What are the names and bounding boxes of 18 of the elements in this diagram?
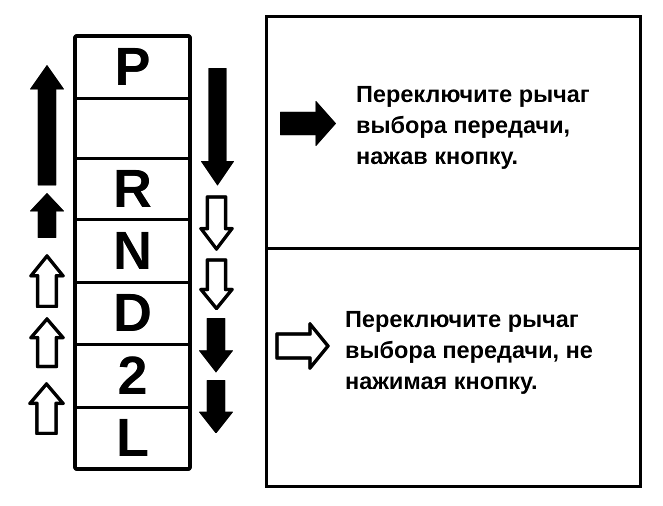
solid-arrow — [199, 318, 233, 372]
solid-arrow — [201, 68, 234, 186]
solid-arrow — [30, 65, 64, 186]
gear-position: L — [77, 406, 188, 467]
hollow-arrow — [29, 254, 65, 308]
gear-position: P — [77, 38, 188, 97]
gear-position: D — [77, 281, 188, 343]
hollow-arrow — [28, 382, 65, 435]
gear-position: 2 — [77, 343, 188, 406]
hollow-arrow — [199, 194, 234, 250]
gear-position: N — [77, 218, 188, 281]
solid-arrow — [199, 380, 233, 433]
gear-position: R — [77, 157, 188, 218]
legend-text: Переключите рычаг выбора передачи, нажав кнопку. — [356, 80, 591, 171]
solid-arrow — [30, 192, 64, 238]
legend-text: Переключите рычаг выбора передачи, не нажимая кнопку. — [345, 305, 594, 396]
hollow-arrow — [29, 317, 65, 368]
hollow-arrow — [199, 258, 234, 310]
